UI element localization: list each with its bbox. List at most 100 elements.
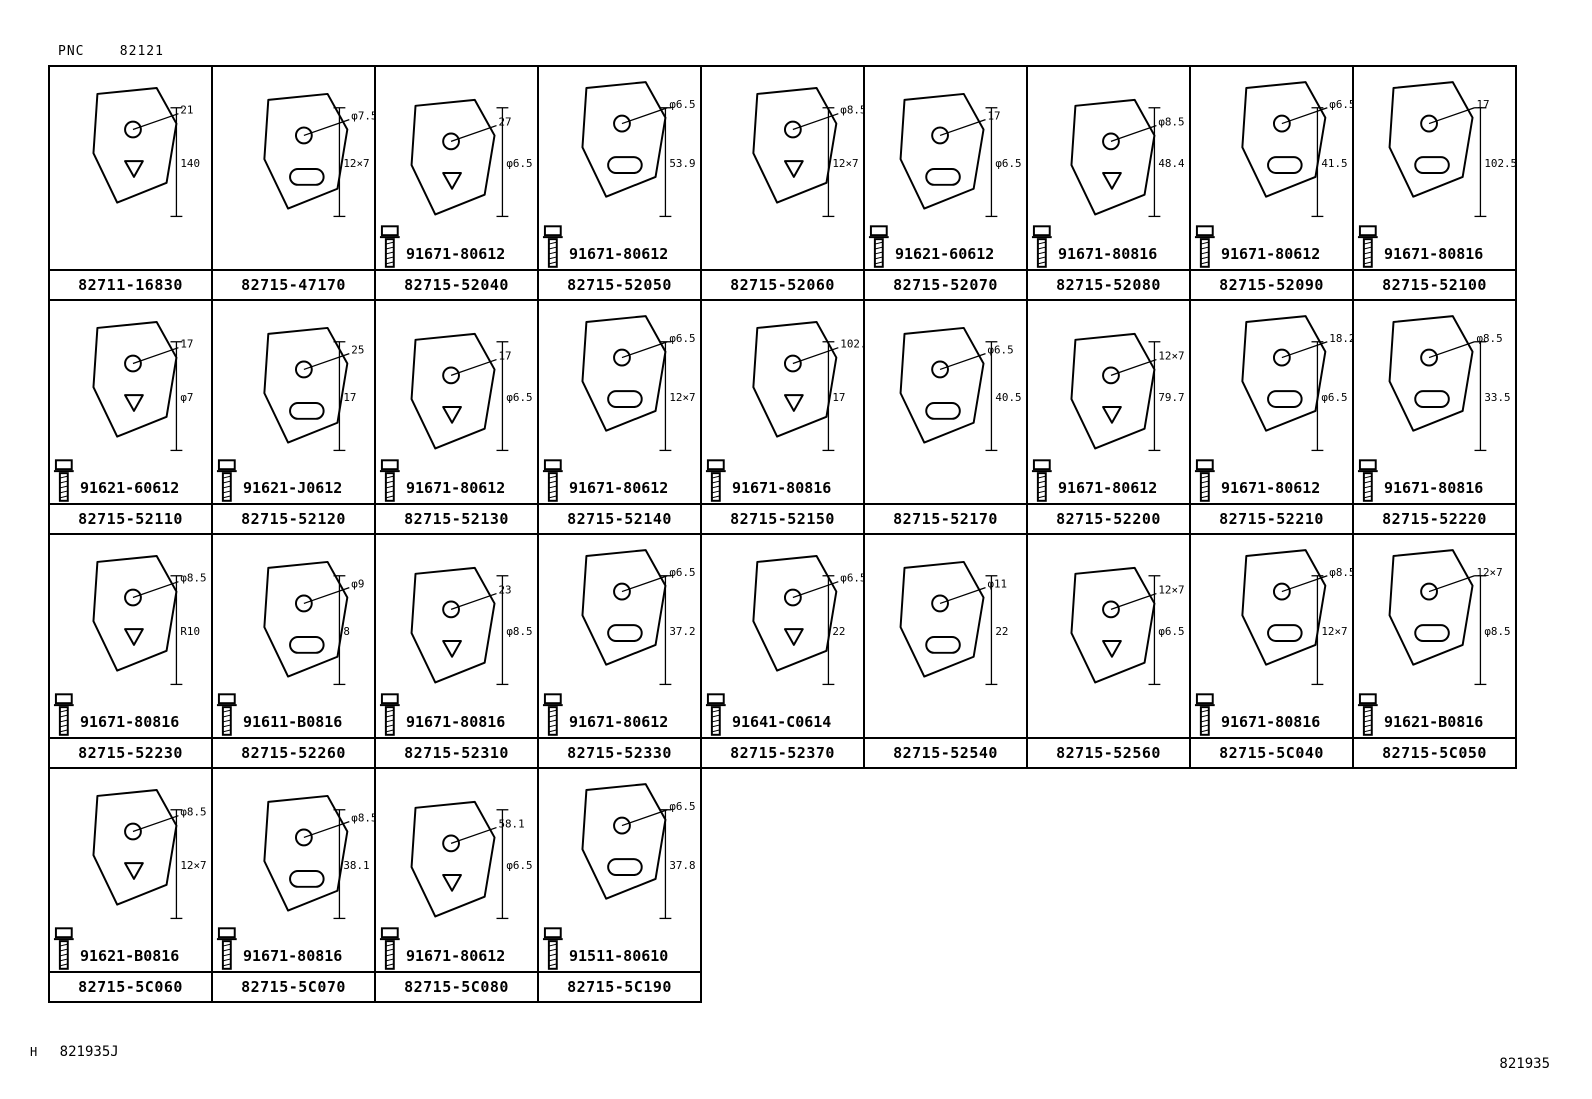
bolt-icon <box>379 459 400 502</box>
slot-hole <box>1267 390 1303 408</box>
dimension-label: φ8.5 <box>351 812 374 825</box>
dimension-label: φ8.5 <box>840 104 863 117</box>
dimension-label: 37.8 <box>669 859 695 872</box>
bolt-icon <box>1031 225 1052 268</box>
triangle-hole <box>1102 639 1122 658</box>
leader-line <box>450 592 497 610</box>
part-illustration: φ6.522 <box>705 555 863 736</box>
dimension-label: 12×7 <box>180 859 206 872</box>
dimension-line <box>1311 575 1324 686</box>
mounting-hole <box>1102 132 1120 151</box>
leader-line <box>450 124 497 142</box>
bolt-icon <box>1357 225 1378 268</box>
mounting-hole <box>1420 114 1438 133</box>
leader-line <box>1110 358 1157 376</box>
bracket-outline <box>1070 332 1156 450</box>
pnc-code: 82121 <box>119 44 164 59</box>
dimension-label: φ6.5 <box>995 157 1021 170</box>
dimension-line <box>496 341 509 452</box>
mounting-hole <box>294 594 313 613</box>
dimension-label: 48.4 <box>1158 157 1185 170</box>
bolt-icon <box>1194 225 1215 268</box>
bolt-part-number: 91671-80816 <box>732 479 832 497</box>
dimension-label: 21 <box>180 104 193 117</box>
dimension-line <box>496 575 509 686</box>
dimension-label: 22 <box>995 625 1008 638</box>
dimension-line <box>659 341 672 452</box>
mounting-hole <box>931 594 949 613</box>
part-illustration: φ8.533.5 <box>1357 315 1511 502</box>
dimension-label: φ6.5 <box>506 157 532 170</box>
leader-line <box>303 821 350 839</box>
dimension-label: φ6.5 <box>1321 391 1347 404</box>
dimension-label: 17 <box>987 110 1000 123</box>
bracket-outline <box>92 87 178 204</box>
mounting-hole <box>613 816 631 835</box>
slot-hole <box>1414 624 1450 642</box>
dimension-label: φ8.5 <box>1158 116 1184 129</box>
leader-line <box>132 347 179 365</box>
leader-line <box>1281 107 1328 125</box>
dimension-label: 12×7 <box>832 157 858 170</box>
bolt-part-number: 91671-80612 <box>1221 245 1321 263</box>
pnc-header: PNC 82121 <box>58 44 164 59</box>
bolt-icon <box>1194 459 1215 502</box>
bolt-icon <box>53 693 74 736</box>
footer-left: H 821935J <box>30 1044 119 1060</box>
part-number: 82715-52540 <box>865 737 1026 767</box>
bracket-outline <box>752 555 838 672</box>
dimension-label: φ6.5 <box>669 98 695 111</box>
dimension-label: φ11 <box>987 578 1007 591</box>
slot-hole <box>925 402 961 420</box>
dimension-label: φ6.5 <box>1329 98 1352 111</box>
triangle-hole <box>124 862 144 880</box>
dimension-label: φ9 <box>351 578 364 591</box>
bracket-outline <box>1388 315 1474 432</box>
bolt-part-number: 91671-80612 <box>406 479 506 497</box>
part-cell[interactable]: φ11 22 82715-52540 <box>865 535 1028 769</box>
bolt-part-number: 91671-80816 <box>406 713 506 731</box>
triangle-hole <box>1102 405 1122 424</box>
bolt-part-number: 91671-80612 <box>569 713 669 731</box>
dimension-line <box>170 575 183 686</box>
part-illustration: 12×779.7 <box>1031 332 1185 502</box>
bolt-icon <box>216 927 237 970</box>
bracket-outline <box>581 315 667 432</box>
bolt-part-number: 91671-80612 <box>406 947 506 965</box>
dimension-label: φ6.5 <box>669 566 695 579</box>
leader-line <box>621 575 668 593</box>
